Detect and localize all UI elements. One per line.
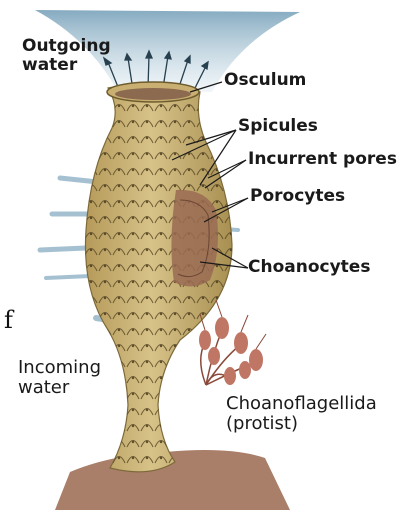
label-outgoing-water: Outgoing water <box>22 37 122 75</box>
label-incoming-water-line1: Incoming <box>18 358 101 378</box>
stray-text-fragment: f <box>4 306 13 334</box>
label-osculum: Osculum <box>224 71 306 90</box>
label-incoming-water: Incoming water <box>18 358 101 398</box>
label-choanoflagellida-line2: (protist) <box>226 414 377 434</box>
label-spicules: Spicules <box>238 117 318 136</box>
label-incurrent-pores: Incurrent pores <box>248 150 397 169</box>
spongocoel-cutaway <box>171 190 218 287</box>
label-choanoflagellida-line1: Choanoflagellida <box>226 394 377 414</box>
label-outgoing-water-line1: Outgoing <box>22 37 122 56</box>
label-porocytes: Porocytes <box>250 187 345 206</box>
choanoflagellate-colony <box>199 300 266 385</box>
label-incoming-water-line2: water <box>18 378 101 398</box>
label-choanocytes: Choanocytes <box>248 258 370 277</box>
label-choanoflagellida: Choanoflagellida (protist) <box>226 394 377 434</box>
label-outgoing-water-line2: water <box>22 56 122 75</box>
